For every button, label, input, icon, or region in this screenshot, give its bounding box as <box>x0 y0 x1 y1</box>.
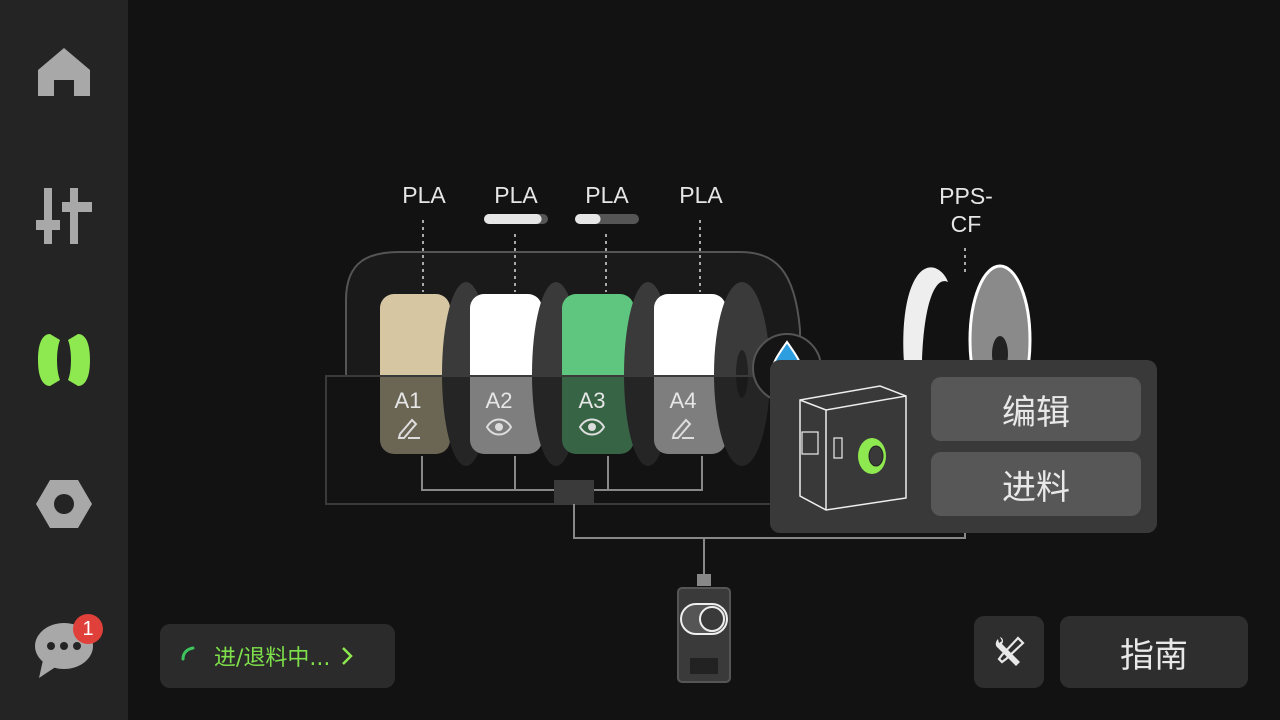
slot-a2-label: A2 <box>485 388 513 413</box>
load-button[interactable]: 进料 <box>931 452 1141 516</box>
slot-a3-material: PLA <box>585 182 629 208</box>
sidebar: 1 <box>0 0 128 720</box>
external-material-line1: PPS- <box>939 183 993 209</box>
sliders-icon <box>36 188 92 244</box>
slot-a3-label: A3 <box>578 388 606 413</box>
remaining-bar-a3-fill <box>575 214 601 224</box>
filament-spool-icon <box>38 334 90 386</box>
wrench-screwdriver-icon <box>995 636 1025 666</box>
loading-spinner-icon <box>181 646 195 661</box>
eye-icon[interactable] <box>578 416 606 438</box>
loading-status-button[interactable]: 进/退料中... <box>160 624 395 688</box>
chevron-right-icon <box>342 647 354 665</box>
slot-a1-label: A1 <box>394 388 422 413</box>
hex-nut-icon <box>36 480 92 528</box>
toolhead-illustration <box>677 574 731 683</box>
external-spool-popup: 编辑 进料 <box>770 360 1157 533</box>
remaining-bar-a2-fill <box>484 214 542 224</box>
slot-a1-material: PLA <box>402 182 446 208</box>
slot-a4-material: PLA <box>679 182 723 208</box>
external-spool-material: PPS- CF <box>926 182 1006 238</box>
external-material-line2: CF <box>950 211 982 237</box>
nav-home-button[interactable] <box>24 32 104 112</box>
guide-button[interactable]: 指南 <box>1060 616 1248 688</box>
slot-a2-material: PLA <box>494 182 538 208</box>
tools-button[interactable] <box>974 616 1044 688</box>
edit-button[interactable]: 编辑 <box>931 377 1141 441</box>
eye-icon[interactable] <box>485 416 513 438</box>
message-count-badge: 1 <box>73 614 103 644</box>
nav-settings-button[interactable] <box>24 464 104 544</box>
printer-illustration <box>799 385 907 511</box>
loading-status-text: 进/退料中... <box>214 646 331 671</box>
home-icon <box>38 48 90 96</box>
edit-icon[interactable] <box>670 416 696 440</box>
slot-a4-label: A4 <box>669 388 697 413</box>
nav-controls-button[interactable] <box>24 176 104 256</box>
nav-filament-button[interactable] <box>24 320 104 400</box>
edit-icon[interactable] <box>396 416 422 440</box>
